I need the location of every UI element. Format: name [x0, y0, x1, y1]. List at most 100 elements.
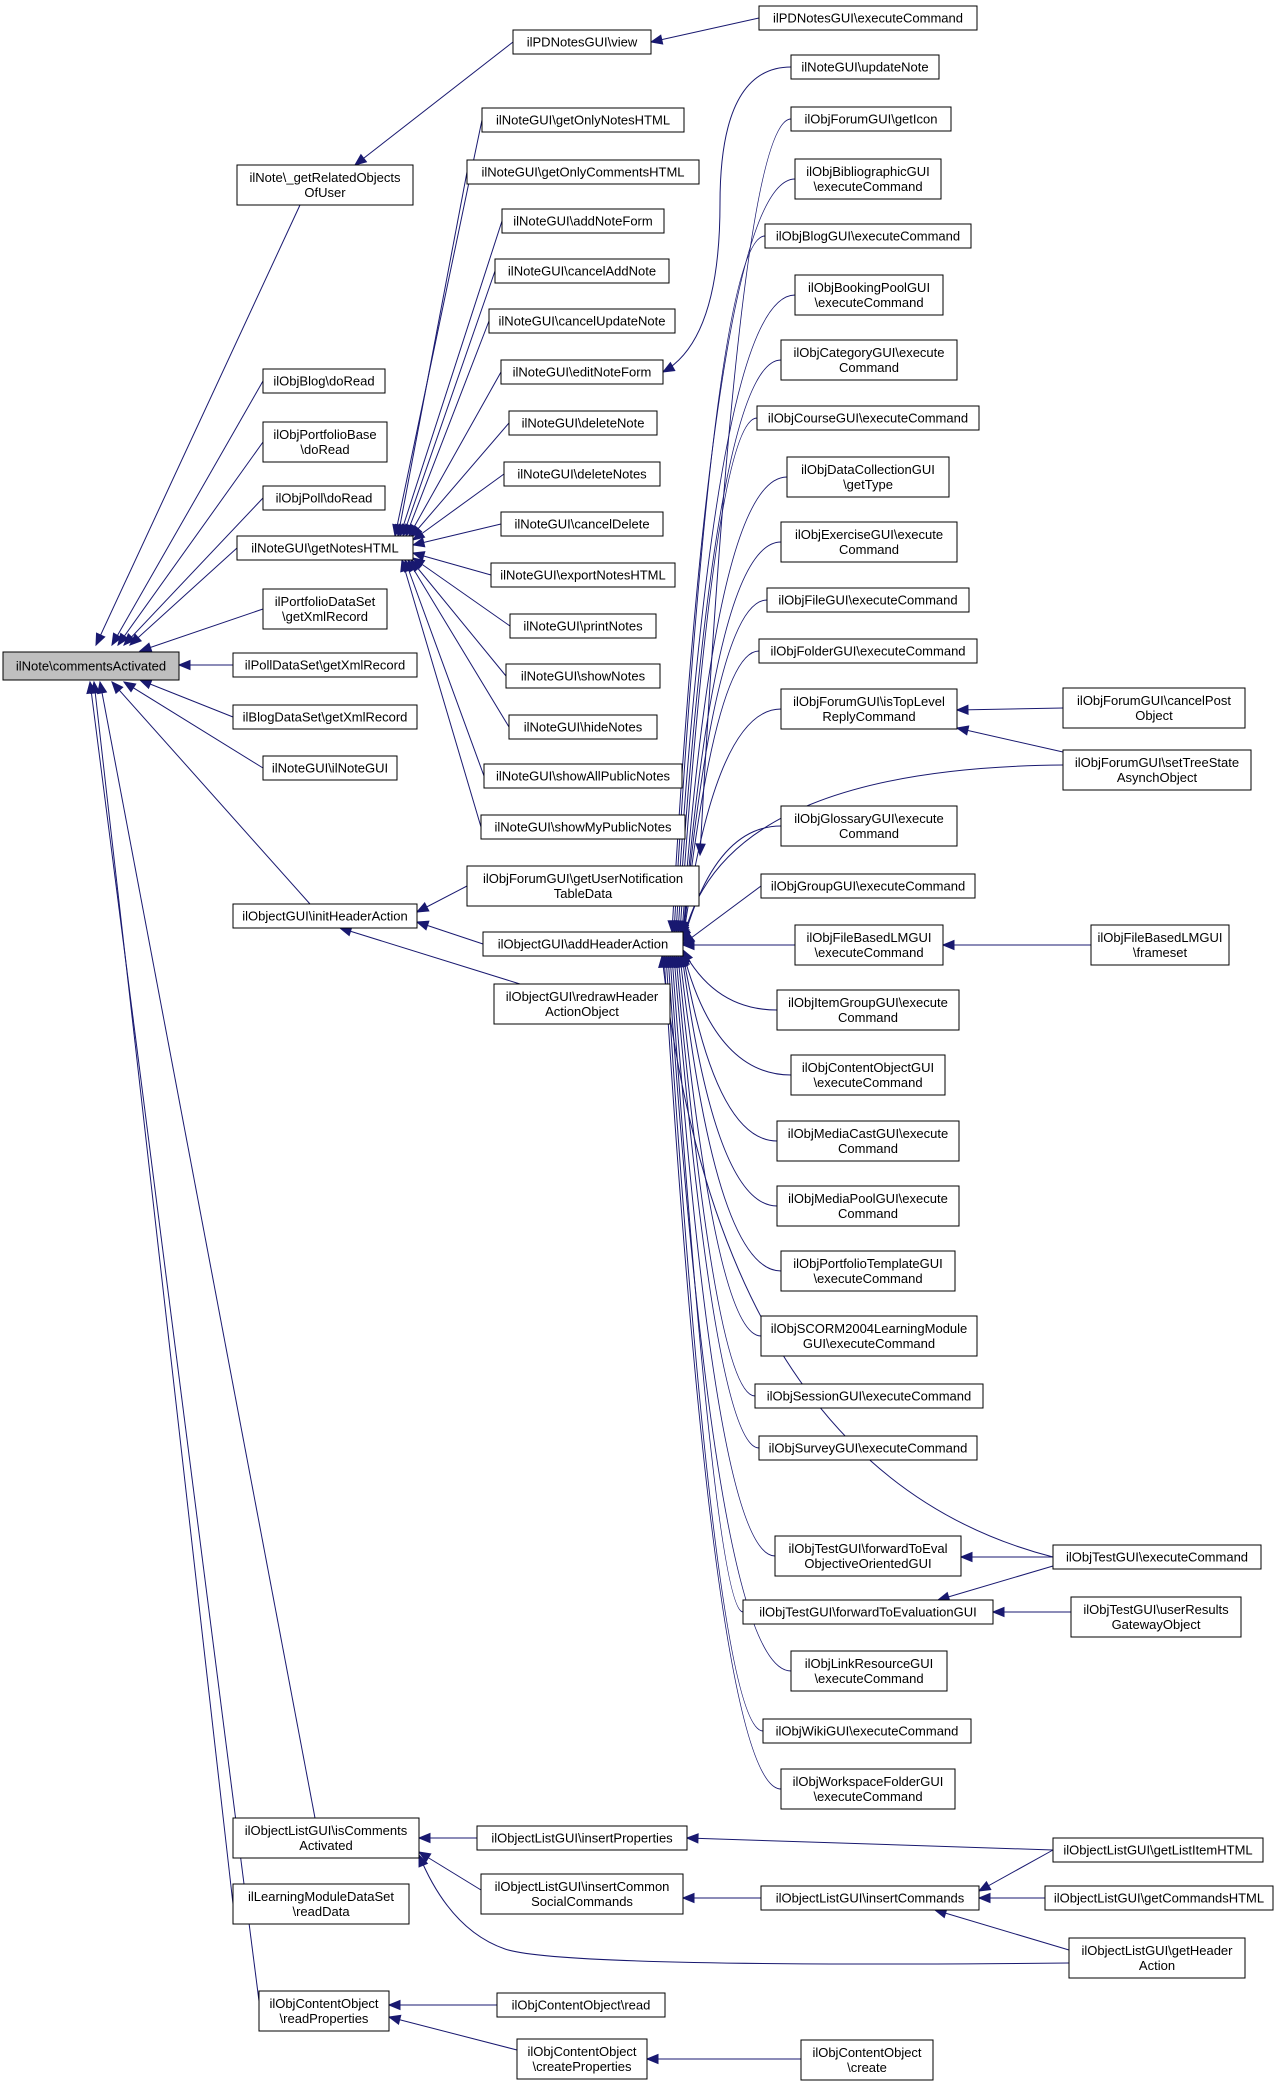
function-node[interactable]: ilObjForumGUI\getIcon	[790, 106, 952, 132]
root-function-node[interactable]: ilNote\commentsActivated	[2, 651, 180, 681]
function-node[interactable]: ilObjGroupGUI\executeCommand	[760, 873, 976, 899]
function-node[interactable]: ilObjMediaPoolGUI\executeCommand	[776, 1185, 960, 1227]
node-label: ilObjectListGUI\getHeader	[1081, 1943, 1233, 1958]
call-edge-n_biblio-to-n_addHeader	[667, 178, 796, 934]
function-node[interactable]: ilPDNotesGUI\executeCommand	[758, 5, 978, 31]
function-node[interactable]: ilPollDataSet\getXmlRecord	[232, 652, 418, 678]
function-node[interactable]: ilObjItemGroupGUI\executeCommand	[776, 989, 960, 1031]
call-edge-n_pdexec-to-n_pdview	[649, 17, 760, 45]
arrowhead-icon	[96, 680, 108, 695]
function-node[interactable]: ilObjContentObject\readProperties	[258, 1990, 390, 2032]
function-node[interactable]: ilPDNotesGUI\view	[512, 29, 652, 55]
function-node[interactable]: ilObjSessionGUI\executeCommand	[754, 1383, 984, 1409]
node-label: ilObjLinkResourceGUI	[805, 1656, 934, 1671]
node-box	[2, 651, 180, 681]
function-node[interactable]: ilNoteGUI\hideNotes	[508, 714, 658, 740]
function-node[interactable]: ilObjSurveyGUI\executeCommand	[758, 1435, 978, 1461]
function-node[interactable]: ilObjPortfolioTemplateGUI\executeCommand	[780, 1250, 956, 1292]
function-node[interactable]: ilObjTestGUI\forwardToEvalObjectiveOrien…	[774, 1535, 962, 1577]
arrowhead-icon	[681, 1892, 695, 1904]
function-node[interactable]: ilNoteGUI\updateNote	[790, 54, 940, 80]
function-node[interactable]: ilObjCategoryGUI\executeCommand	[780, 339, 958, 381]
function-node[interactable]: ilNoteGUI\showNotes	[505, 663, 661, 689]
function-node[interactable]: ilNoteGUI\cancelAddNote	[494, 258, 670, 284]
function-node[interactable]: ilObjTestGUI\forwardToEvaluationGUI	[742, 1599, 994, 1625]
function-node[interactable]: ilObjSCORM2004LearningModuleGUI\executeC…	[760, 1315, 978, 1357]
edge-line	[93, 681, 234, 1905]
function-node[interactable]: ilNoteGUI\cancelDelete	[500, 511, 664, 537]
function-node[interactable]: ilLearningModuleDataSet\readData	[232, 1883, 410, 1925]
function-node[interactable]: ilObjLinkResourceGUI\executeCommand	[790, 1650, 948, 1692]
function-node[interactable]: ilNoteGUI\cancelUpdateNote	[488, 308, 676, 334]
function-node[interactable]: ilNoteGUI\printNotes	[509, 613, 657, 639]
function-node[interactable]: ilObjContentObject\create	[800, 2039, 934, 2081]
function-node[interactable]: ilObjectGUI\addHeaderAction	[482, 931, 684, 957]
function-node[interactable]: ilObjMediaCastGUI\executeCommand	[776, 1120, 960, 1162]
function-node[interactable]: ilObjectListGUI\insertCommonSocialComman…	[480, 1873, 684, 1915]
function-node[interactable]: ilObjContentObject\createProperties	[516, 2038, 648, 2080]
function-node[interactable]: ilNoteGUI\exportNotesHTML	[490, 562, 676, 588]
function-node[interactable]: ilObjExerciseGUI\executeCommand	[780, 521, 958, 563]
function-node[interactable]: ilObjDataCollectionGUI\getType	[786, 456, 950, 498]
function-node[interactable]: ilObjPortfolioBase\doRead	[262, 421, 388, 463]
function-node[interactable]: ilObjFileBasedLMGUI\frameset	[1090, 924, 1230, 966]
node-label: ilObjContentObject\read	[512, 1998, 651, 2013]
function-node[interactable]: ilObjForumGUI\getUserNotificationTableDa…	[466, 865, 700, 907]
function-node[interactable]: ilObjWorkspaceFolderGUI\executeCommand	[780, 1768, 956, 1810]
node-label: ilObjectGUI\addHeaderAction	[498, 937, 669, 952]
function-node[interactable]: ilObjBookingPoolGUI\executeCommand	[794, 274, 944, 316]
function-node[interactable]: ilObjectListGUI\getCommandsHTML	[1044, 1885, 1274, 1911]
function-node[interactable]: ilObjFileBasedLMGUI\executeCommand	[794, 924, 944, 966]
function-node[interactable]: ilNoteGUI\addNoteForm	[501, 208, 665, 234]
function-node[interactable]: ilNoteGUI\ilNoteGUI	[262, 755, 398, 781]
function-node[interactable]: ilNoteGUI\deleteNote	[508, 410, 658, 436]
function-node[interactable]: ilNoteGUI\getOnlyNotesHTML	[481, 107, 685, 133]
node-label: \getXmlRecord	[282, 609, 368, 624]
function-node[interactable]: ilObjFileGUI\executeCommand	[766, 587, 970, 613]
function-node[interactable]: ilNoteGUI\editNoteForm	[500, 359, 664, 385]
function-node[interactable]: ilObjTestGUI\executeCommand	[1052, 1544, 1262, 1570]
edge-line	[681, 954, 778, 1207]
function-node[interactable]: ilNoteGUI\showAllPublicNotes	[483, 763, 683, 789]
function-node[interactable]: ilObjContentObjectGUI\executeCommand	[790, 1054, 946, 1096]
call-edge-n_ilnotegui-to-root	[122, 681, 264, 769]
function-node[interactable]: ilObjContentObject\read	[496, 1992, 666, 2018]
function-node[interactable]: ilBlogDataSet\getXmlRecord	[232, 704, 418, 730]
arrowhead-icon	[123, 633, 136, 646]
function-node[interactable]: ilPortfolioDataSet\getXmlRecord	[262, 588, 388, 630]
edge-line	[956, 727, 1064, 753]
function-node[interactable]: ilObjectListGUI\getListItemHTML	[1052, 1837, 1264, 1863]
node-label: \executeCommand	[814, 1671, 923, 1686]
function-node[interactable]: ilObjPoll\doRead	[262, 485, 386, 511]
node-label: ilObjCourseGUI\executeCommand	[768, 411, 968, 426]
function-node[interactable]: ilObjBibliographicGUI\executeCommand	[794, 158, 942, 200]
function-node[interactable]: ilObjBlogGUI\executeCommand	[764, 223, 972, 249]
function-node[interactable]: ilObjWikiGUI\executeCommand	[762, 1718, 972, 1744]
arrowhead-icon	[681, 939, 695, 951]
function-node[interactable]: ilObjFolderGUI\executeCommand	[758, 638, 978, 664]
function-node[interactable]: ilObjectListGUI\insertProperties	[476, 1825, 688, 1851]
edge-line	[394, 119, 483, 537]
function-node[interactable]: ilNoteGUI\getOnlyCommentsHTML	[466, 159, 700, 185]
edge-line	[416, 921, 484, 945]
function-node[interactable]: ilNoteGUI\showMyPublicNotes	[480, 814, 686, 840]
function-node[interactable]: ilNoteGUI\getNotesHTML	[236, 535, 414, 561]
function-node[interactable]: ilObjCourseGUI\executeCommand	[756, 405, 980, 431]
call-edge-n_forumTreeState-to-n_addHeader	[680, 764, 1064, 943]
edge-line	[677, 955, 762, 1337]
function-node[interactable]: ilObjGlossaryGUI\executeCommand	[780, 805, 958, 847]
edge-line	[139, 608, 264, 652]
edge-line	[408, 371, 502, 537]
function-node[interactable]: ilObjectListGUI\insertCommands	[760, 1885, 980, 1911]
function-node[interactable]: ilObjBlog\doRead	[262, 368, 386, 394]
function-node[interactable]: ilObjectGUI\initHeaderAction	[232, 903, 418, 929]
function-node[interactable]: ilNoteGUI\deleteNotes	[503, 461, 661, 487]
